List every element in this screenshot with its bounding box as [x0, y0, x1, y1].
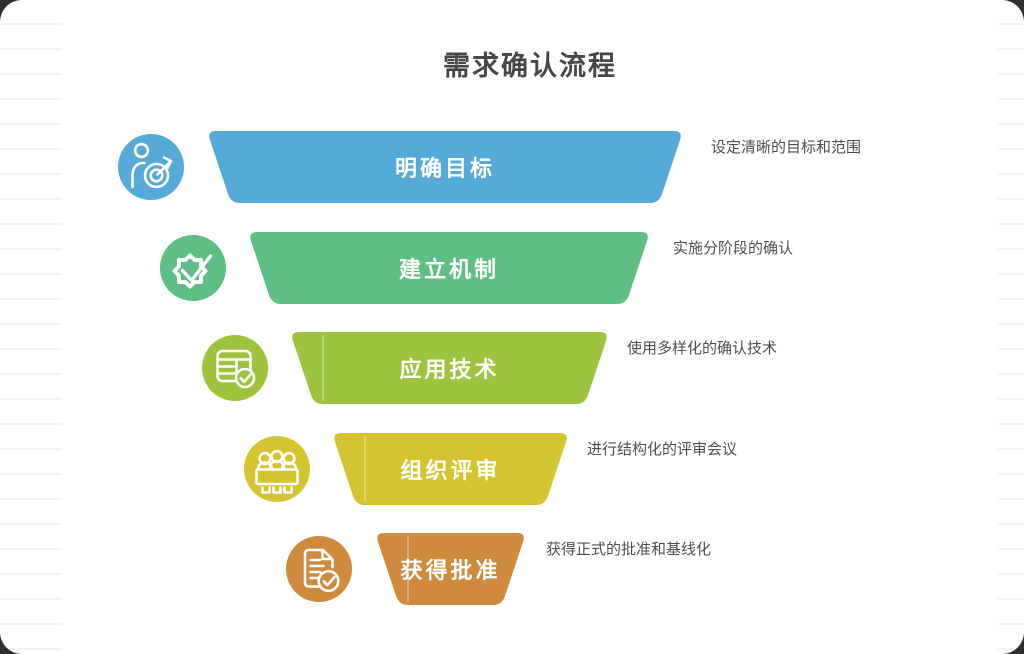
- funnel-stage: 获得批准 获得正式的批准和基线化: [0, 533, 1024, 605]
- stage-label: 建立机制: [398, 257, 499, 282]
- funnel-stage: 建立机制 实施分阶段的确认: [0, 232, 1024, 304]
- stage-description: 获得正式的批准和基线化: [546, 541, 712, 558]
- stage-label: 获得批准: [400, 558, 501, 583]
- funnel-stage-shape: [250, 232, 648, 304]
- stage-label: 应用技术: [399, 357, 500, 382]
- stage-label: 明确目标: [394, 156, 495, 181]
- stage-description: 使用多样化的确认技术: [627, 340, 778, 357]
- document-check-icon: [286, 536, 352, 602]
- funnel-stage: 组织评审 进行结构化的评审会议: [0, 433, 1024, 505]
- funnel-stage: 明确目标 设定清晰的目标和范围: [0, 131, 1024, 203]
- funnel-stage-shape: [209, 131, 681, 203]
- page-title: 需求确认流程: [443, 51, 617, 81]
- content-card: [62, 0, 998, 654]
- person-target-icon: [118, 134, 184, 200]
- badge-check-icon: [160, 235, 226, 301]
- meeting-people-icon: [244, 436, 310, 502]
- funnel-stage-shape: [377, 533, 524, 605]
- funnel-stage-shape: [334, 433, 567, 505]
- funnel-stage-shape: [292, 332, 607, 404]
- stage-description: 设定清晰的目标和范围: [711, 139, 862, 156]
- stage-label: 组织评审: [400, 458, 501, 483]
- table-check-icon: [202, 335, 268, 401]
- stage-description: 进行结构化的评审会议: [587, 441, 738, 458]
- stage-description: 实施分阶段的确认: [673, 240, 794, 257]
- funnel-stage: 应用技术 使用多样化的确认技术: [0, 332, 1024, 404]
